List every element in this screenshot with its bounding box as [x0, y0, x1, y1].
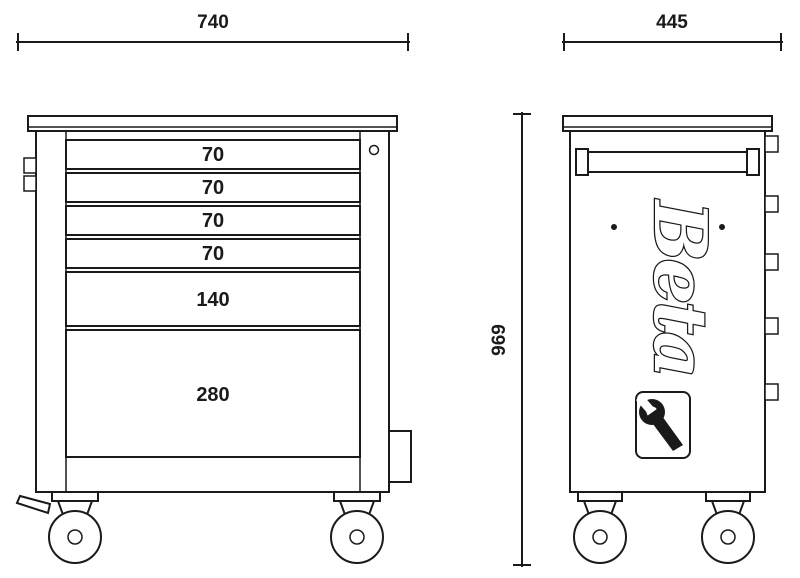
drawer-height-label: 280 — [196, 384, 229, 406]
drawer-height-label: 70 — [202, 144, 224, 166]
beta-wrench-emblem — [635, 391, 691, 459]
side-body-outline — [569, 130, 766, 493]
wrench-handle — [647, 409, 683, 451]
drawer-front — [65, 172, 361, 203]
brand-logo-text: Beta — [638, 199, 723, 376]
drawer-height-label: 140 — [196, 289, 229, 311]
screw-dot — [719, 224, 725, 230]
front-view: 740 70 70 70 70 140 280 — [15, 12, 412, 564]
drawer-height-label: 70 — [202, 177, 224, 199]
side-left-caster — [573, 491, 627, 564]
drawer-front — [65, 205, 361, 236]
drawer-front — [65, 139, 361, 170]
drawer-front — [65, 271, 361, 327]
front-right-caster — [330, 491, 384, 564]
caster-hub — [592, 529, 608, 545]
drawer-slide-tab — [764, 253, 779, 271]
drawer-slide-tab — [764, 317, 779, 335]
left-mount-tab — [23, 175, 37, 192]
front-top-panel — [27, 115, 398, 132]
side-width-label: 445 — [656, 12, 688, 33]
front-width-label: 740 — [197, 12, 229, 33]
height-label: 969 — [489, 324, 510, 356]
drawer-slide-tab — [764, 195, 779, 213]
height-dimension: 969 — [489, 112, 531, 567]
handle-mount-right — [746, 148, 760, 176]
handle-mount-left — [575, 148, 589, 176]
caster-plate — [333, 491, 381, 502]
handle-bar — [577, 151, 758, 173]
side-right-caster — [701, 491, 755, 564]
drawer-slide-tab — [764, 383, 779, 401]
drawer-slide-tab — [764, 135, 779, 153]
drawer-front — [65, 238, 361, 269]
lock-icon — [368, 144, 380, 156]
front-width-dimension: 740 — [16, 12, 410, 51]
brake-lever — [15, 494, 52, 515]
caster-plate — [577, 491, 623, 502]
caster-plate — [51, 491, 99, 502]
left-mount-tab — [23, 157, 37, 174]
front-drawers: 70 70 70 70 140 280 — [65, 139, 361, 458]
side-top-panel — [562, 115, 773, 132]
caster-hub — [67, 529, 83, 545]
caster-hub — [349, 529, 365, 545]
side-width-dimension: 445 — [562, 12, 783, 51]
caster-plate — [705, 491, 751, 502]
caster-hub — [720, 529, 736, 545]
drawer-front — [65, 329, 361, 458]
front-left-caster — [15, 491, 102, 564]
screw-dot — [611, 224, 617, 230]
side-view: 445 969 Beta — [489, 12, 783, 567]
side-accessory-box — [388, 430, 412, 483]
side-handle — [575, 148, 760, 176]
drawer-height-label: 70 — [202, 243, 224, 265]
drawer-height-label: 70 — [202, 210, 224, 232]
